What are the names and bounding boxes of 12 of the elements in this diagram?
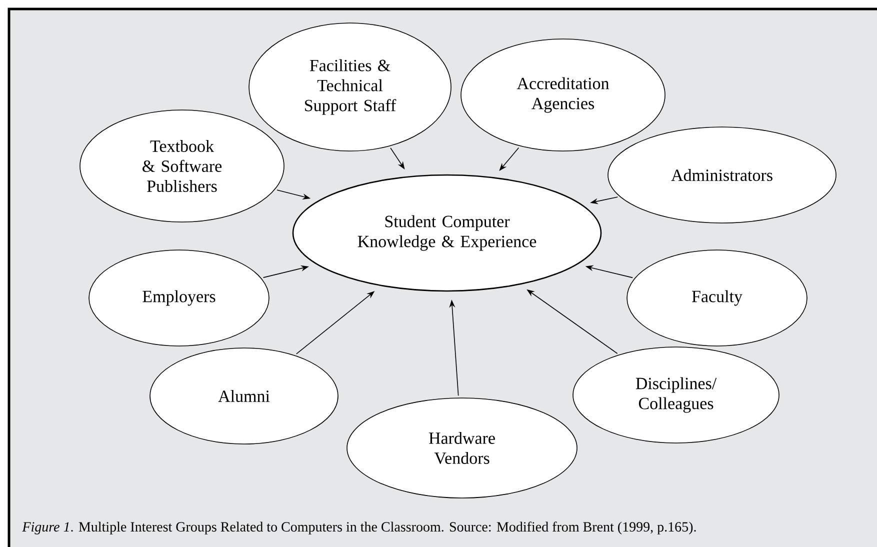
ellipse-node: Administrators xyxy=(608,126,836,224)
ellipse-node: Hardware Vendors xyxy=(346,398,578,498)
arrow xyxy=(499,147,520,171)
ellipse-node: Accreditation Agencies xyxy=(460,38,666,152)
ellipse-node: Disciplines/ Colleagues xyxy=(572,346,780,444)
ellipse-node: Faculty xyxy=(626,250,808,346)
caption: Figure 1. Multiple Interest Groups Related to Computers in the Classroom. Source: Modified from Brent (1999, p.165). xyxy=(22,522,696,534)
ellipse-node: Facilities & Technical Support Staff xyxy=(248,22,452,152)
ellipse-node: Textbook & Software Publishers xyxy=(80,110,284,222)
ellipse-node: Employers xyxy=(88,250,270,346)
ellipse-node: Student Computer Knowledge & Experience xyxy=(292,174,602,292)
ellipse-node: Alumni xyxy=(150,348,338,444)
